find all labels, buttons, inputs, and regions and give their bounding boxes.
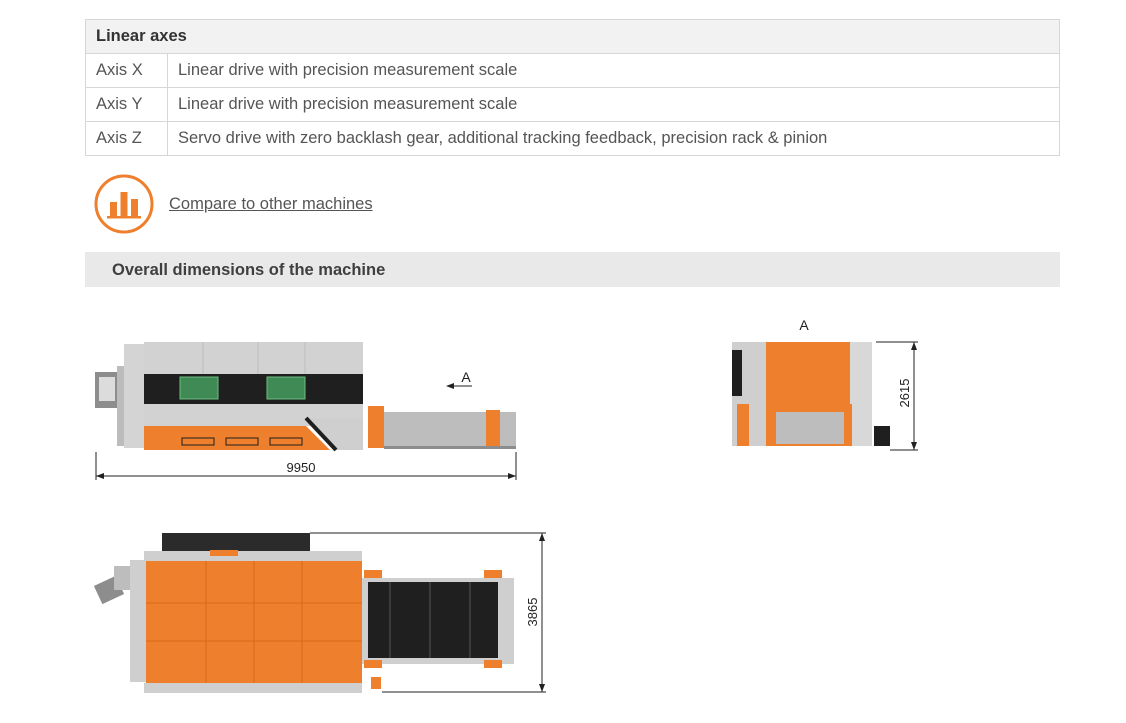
table-title: Linear axes [85, 19, 1060, 54]
axis-label: Axis Z [85, 121, 168, 156]
machine-front-view: A 2615 [732, 317, 918, 451]
machine-top-view: 3865 [93, 532, 546, 693]
axis-label: Axis X [85, 53, 168, 88]
axis-description: Servo drive with zero backlash gear, add… [167, 121, 1060, 156]
compare-machines-link[interactable]: Compare to other machines [169, 194, 373, 213]
linear-axes-table: Linear axes Axis X Linear drive with pre… [85, 19, 1060, 156]
bar-chart-icon[interactable] [94, 174, 154, 234]
width-dimension-value: 3865 [525, 598, 540, 627]
front-view-label: A [799, 317, 809, 333]
section-title: Overall dimensions of the machine [112, 261, 386, 279]
dimensions-section-header: Overall dimensions of the machine [85, 252, 1060, 287]
view-marker-label: A [461, 369, 471, 385]
table-row: Axis Y Linear drive with precision measu… [85, 87, 1060, 122]
axis-description: Linear drive with precision measurement … [167, 87, 1060, 122]
compare-section: Compare to other machines [94, 174, 373, 234]
table-row: Axis Z Servo drive with zero backlash ge… [85, 121, 1060, 156]
axis-description: Linear drive with precision measurement … [167, 53, 1060, 88]
length-dimension-value: 9950 [287, 460, 316, 475]
table-header-row: Linear axes [85, 19, 1060, 54]
height-dimension-value: 2615 [897, 379, 912, 408]
table-row: Axis X Linear drive with precision measu… [85, 53, 1060, 88]
machine-side-view: A 9950 [95, 342, 517, 480]
